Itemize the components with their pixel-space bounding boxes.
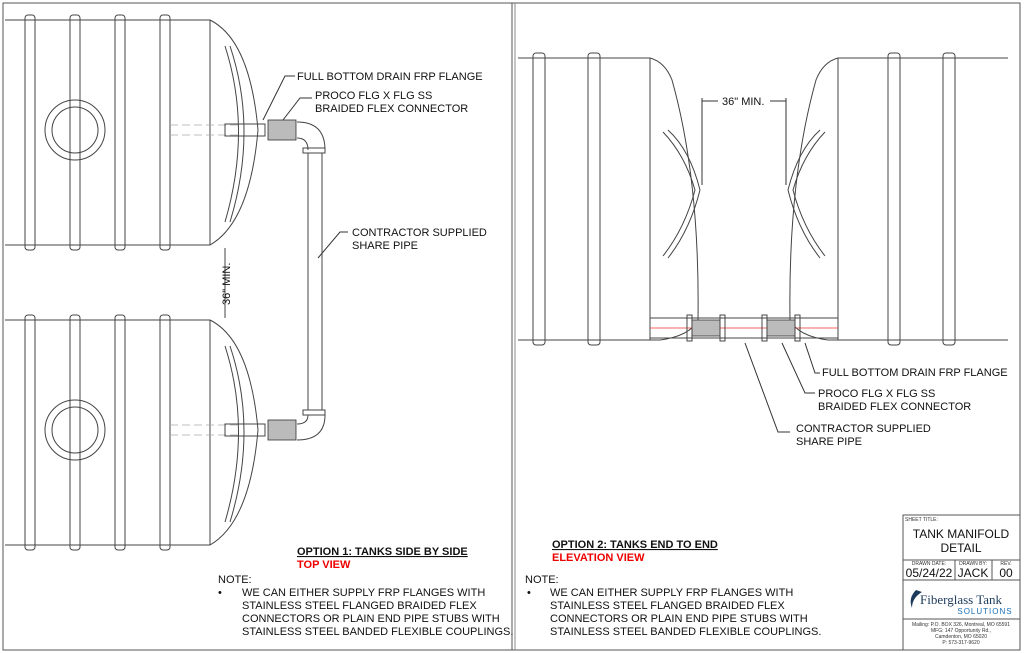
view-label: TOP VIEW (297, 559, 351, 571)
top-view-tank-lower (5, 314, 259, 551)
svg-text:•: • (527, 587, 531, 599)
elevation-leaders (744, 342, 820, 433)
label-pipe: CONTRACTOR SUPPLIED (796, 423, 931, 435)
address-line: MFG: 147 Opportunity Rd., (931, 628, 991, 634)
flex-connector (267, 119, 297, 141)
label-pipe: CONTRACTOR SUPPLIED (352, 227, 487, 239)
label-flange: FULL BOTTOM DRAIN FRP FLANGE (297, 71, 483, 83)
dimension-label: 36" MIN. (722, 96, 764, 108)
svg-text:DRAWN DATE:: DRAWN DATE: (912, 561, 946, 567)
elevation-tank-left (518, 52, 701, 346)
label-pipe-2: SHARE PIPE (352, 240, 418, 252)
elevation-dimension (701, 98, 787, 185)
share-pipe (307, 152, 323, 411)
label-connector-2: BRAIDED FLEX CONNECTOR (315, 103, 468, 115)
note-line: STAINLESS STEEL FLANGED BRAIDED FLEX (550, 600, 785, 612)
sheet-title-2: DETAIL (940, 541, 981, 555)
top-view-leaders (262, 75, 348, 259)
address-line: P: 573-317-9620 (942, 640, 979, 646)
company-logo-sub: SOLUTIONS (957, 607, 1012, 616)
logo-wave-icon (910, 590, 922, 608)
company-logo: Fiberglass Tank (920, 592, 1003, 607)
option-title: OPTION 2: TANKS END TO END (552, 539, 718, 551)
note-heading: NOTE: (218, 574, 252, 586)
note-heading: NOTE: (525, 574, 559, 586)
elevation-piping (650, 314, 838, 342)
note-line: STAINLESS STEEL BANDED FLEXIBLE COUPLING… (242, 626, 513, 638)
top-view-tank-upper (5, 14, 259, 251)
note-line: CONNECTORS OR PLAIN END PIPE STUBS WITH (550, 613, 808, 625)
elevation-tank-right (787, 52, 1008, 346)
address-line: Camdenton, MO 65020 (935, 634, 987, 640)
drawn-date: 05/24/22 (906, 566, 953, 580)
label-flange: FULL BOTTOM DRAIN FRP FLANGE (822, 367, 1008, 379)
svg-text:REV.: REV. (1000, 561, 1011, 567)
label-connector-2: BRAIDED FLEX CONNECTOR (818, 401, 971, 413)
manway-flange (44, 99, 106, 161)
title-block: SHEET TITLE: TANK MANIFOLD DETAIL DRAWN … (902, 514, 1021, 651)
label-connector: PROCO FLG X FLG SS (315, 90, 432, 102)
svg-text:DRAWN BY:: DRAWN BY: (959, 561, 987, 567)
note-line: CONNECTORS OR PLAIN END PIPE STUBS WITH (242, 613, 500, 625)
sheet-title: TANK MANIFOLD (913, 527, 1010, 541)
sheet-title-label: SHEET TITLE: (905, 517, 938, 523)
view-label: ELEVATION VIEW (552, 552, 645, 564)
address-line: Mailing: P.O. BOX 326, Montreal, MO 6559… (912, 622, 1010, 628)
top-view-piping (224, 119, 326, 441)
svg-text:•: • (218, 587, 222, 599)
note-line: WE CAN EITHER SUPPLY FRP FLANGES WITH (550, 587, 793, 599)
note-line: STAINLESS STEEL BANDED FLEXIBLE COUPLING… (550, 626, 821, 638)
option-title: OPTION 1: TANKS SIDE BY SIDE (297, 546, 468, 558)
label-pipe-2: SHARE PIPE (796, 436, 862, 448)
dimension-label: 36" MIN. (221, 263, 233, 305)
note-line: STAINLESS STEEL FLANGED BRAIDED FLEX (242, 600, 477, 612)
note-line: WE CAN EITHER SUPPLY FRP FLANGES WITH (242, 587, 485, 599)
drawn-by: JACK (958, 566, 989, 580)
revision: 00 (999, 566, 1013, 580)
label-connector: PROCO FLG X FLG SS (818, 388, 935, 400)
